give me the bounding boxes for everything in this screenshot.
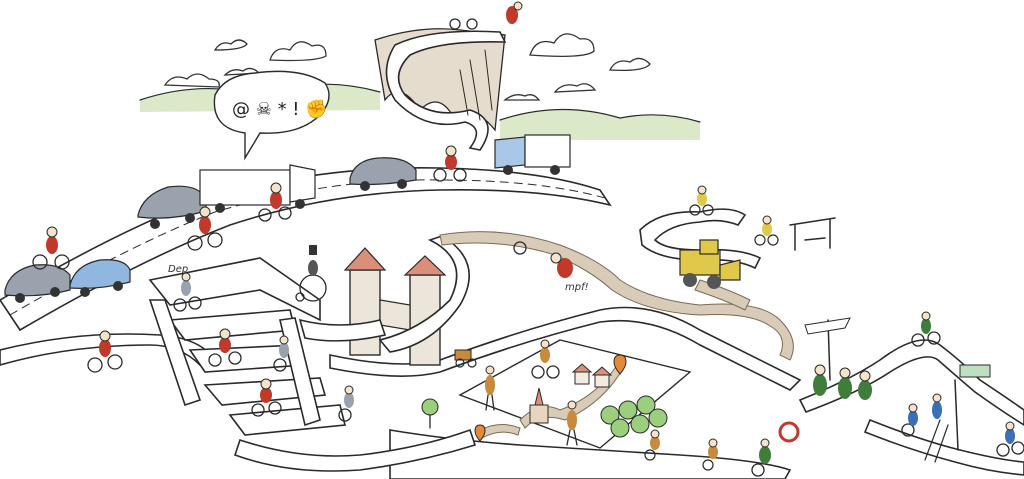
houses xyxy=(571,363,613,388)
cyclist-yellow xyxy=(689,185,714,216)
car-blue xyxy=(69,259,131,297)
cyclist-gray xyxy=(338,385,354,422)
road-sign-icon xyxy=(954,364,991,451)
cyclist-red xyxy=(187,206,223,251)
cloud xyxy=(269,41,327,62)
pedestrian-orange xyxy=(566,400,578,446)
cyclist-yellow xyxy=(754,215,779,246)
cyclist-red xyxy=(258,182,292,222)
cyclists xyxy=(32,1,1024,477)
cloud xyxy=(503,94,541,101)
clouds xyxy=(163,33,651,101)
cyclists-green-group xyxy=(813,364,872,400)
cyclist-orange-cart xyxy=(454,349,477,368)
castle xyxy=(298,235,470,366)
cloud xyxy=(608,57,651,72)
cyclist-green xyxy=(911,311,941,347)
lower-roads xyxy=(0,306,1024,479)
orchard xyxy=(600,395,668,438)
cloud xyxy=(529,33,595,57)
penny-farthing-rider xyxy=(295,245,327,302)
church-icon xyxy=(529,387,549,424)
maze xyxy=(148,257,477,472)
mountain xyxy=(374,28,507,151)
cloud xyxy=(163,73,220,88)
cyclist-orange xyxy=(702,438,718,471)
car-gray-left xyxy=(4,264,71,303)
cyclist-blue xyxy=(996,421,1024,457)
car-gray-right xyxy=(349,157,417,191)
village-map xyxy=(458,339,692,449)
person-blue-ladder xyxy=(924,393,949,463)
cars xyxy=(4,134,571,303)
tree-icon xyxy=(421,398,439,429)
cyclist-orange xyxy=(531,339,560,379)
cyclist-red xyxy=(208,328,242,367)
cyclist-orange xyxy=(644,429,660,461)
cyclist-red xyxy=(251,378,282,417)
map-pin-icon xyxy=(474,354,627,442)
cyclist-red-crashing xyxy=(513,241,573,278)
cyclist-green xyxy=(751,438,771,477)
bulldozer xyxy=(679,239,741,289)
no-entry-sign xyxy=(778,421,800,443)
cyclist-red xyxy=(433,145,467,182)
speech-bubble: @ ☠ * ! ✊ xyxy=(213,70,330,161)
cyclist-gray xyxy=(173,272,202,312)
picnic-table xyxy=(789,217,836,251)
cloud xyxy=(553,83,597,93)
cyclist-red-cliff xyxy=(449,1,523,30)
signpost-icon xyxy=(804,317,851,381)
cyclist-blue xyxy=(901,403,918,437)
dep-label: Dep xyxy=(168,264,188,275)
cloud xyxy=(213,39,248,51)
cyclist-red xyxy=(87,330,123,373)
speech-symbols: @ ☠ * ! ✊ xyxy=(232,99,328,120)
mpf-label: mpf! xyxy=(565,282,589,293)
truck-blue xyxy=(494,134,571,175)
pedestrian-orange xyxy=(485,365,495,411)
cyclist-red xyxy=(32,226,70,270)
car-gray-mid xyxy=(137,185,207,229)
cyclist-gray xyxy=(273,335,289,372)
